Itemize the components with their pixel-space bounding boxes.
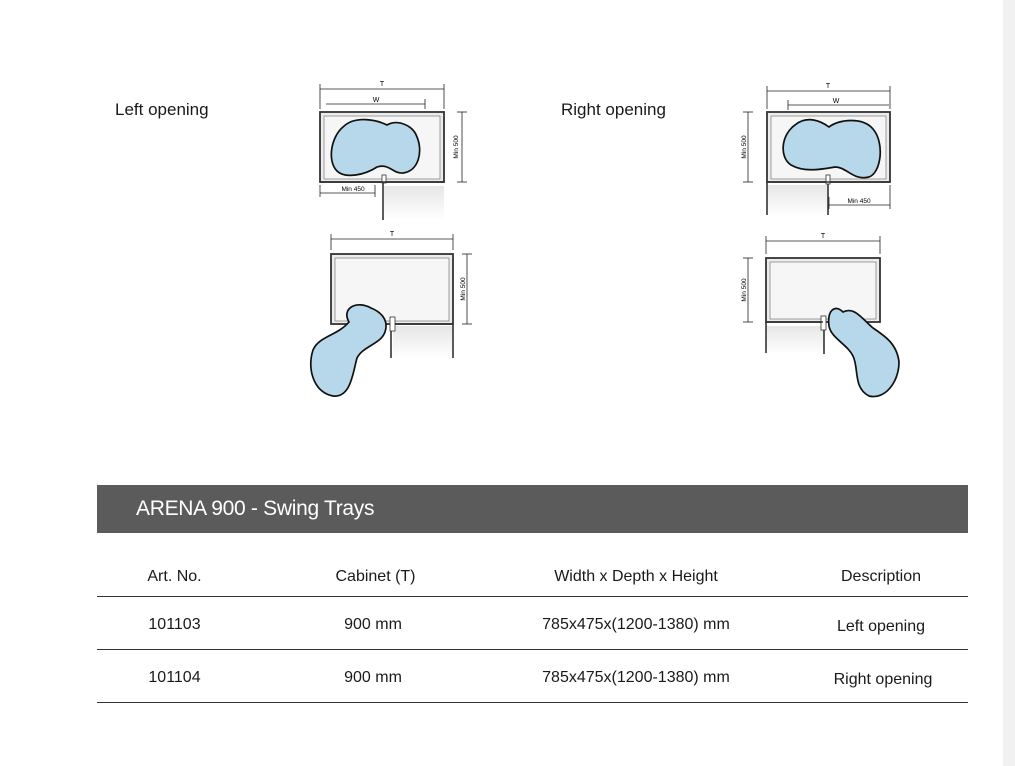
cell-cabinet: 900 mm: [344, 669, 402, 686]
right-opening-closed-diagram: T W Min 500 Min 450: [735, 77, 900, 222]
scroll-gutter: [1003, 0, 1015, 766]
header-art-no: Art. No.: [147, 568, 202, 585]
left-opening-closed-diagram: T W Min 500 Min 450: [315, 75, 470, 220]
cell-description: Right opening: [833, 671, 933, 688]
dim-min500-text: Min 500: [453, 135, 460, 159]
table-row: 101103 900 mm 785x475x(1200-1380) mm Lef…: [97, 597, 968, 650]
header-cabinet: Cabinet (T): [335, 568, 416, 585]
dim-min500-text: Min 500: [741, 135, 748, 159]
dim-t-text: T: [390, 231, 395, 238]
left-opening-open-diagram: T Min 500: [305, 228, 480, 403]
cell-art-no: 101103: [148, 616, 201, 633]
cell-art-no: 101104: [148, 669, 201, 686]
left-opening-label: Left opening: [115, 100, 209, 119]
cell-dimensions: 785x475x(1200-1380) mm: [542, 616, 730, 633]
dim-min500-text: Min 500: [741, 278, 748, 302]
dim-t-text: T: [380, 81, 385, 88]
dim-t-text: T: [821, 233, 826, 240]
table-row: 101104 900 mm 785x475x(1200-1380) mm Rig…: [97, 650, 968, 703]
cell-description: Left opening: [836, 618, 926, 635]
dim-min450-text: Min 450: [341, 186, 365, 193]
header-dimensions: Width x Depth x Height: [554, 568, 718, 585]
dim-w-text: W: [833, 98, 840, 105]
right-opening-label: Right opening: [561, 100, 666, 119]
header-description: Description: [840, 568, 922, 585]
dim-min450-text: Min 450: [847, 198, 871, 205]
cell-cabinet: 900 mm: [344, 616, 402, 633]
dim-min500-text: Min 500: [460, 277, 467, 301]
product-banner: ARENA 900 - Swing Trays: [97, 485, 968, 533]
dim-w-text: W: [373, 97, 380, 104]
dim-t-text: T: [826, 83, 831, 90]
banner-title: ARENA 900 - Swing Trays: [136, 497, 375, 520]
product-table: Art. No. Cabinet (T) Width x Depth x Hei…: [97, 552, 968, 703]
cell-dimensions: 785x475x(1200-1380) mm: [542, 669, 730, 686]
table-header-row: Art. No. Cabinet (T) Width x Depth x Hei…: [97, 552, 968, 597]
right-opening-open-diagram: T Min 500: [735, 230, 905, 402]
